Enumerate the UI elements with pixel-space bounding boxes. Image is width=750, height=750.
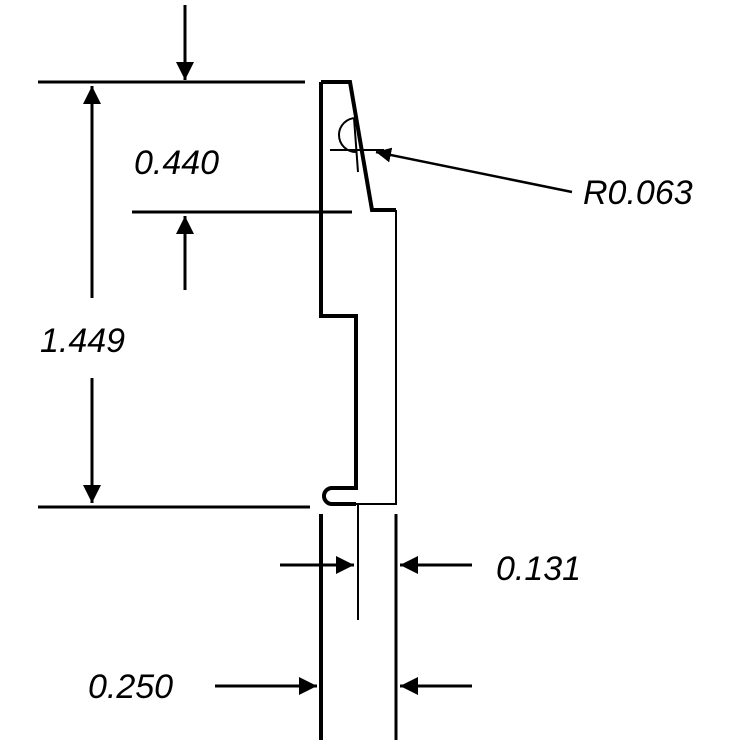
total-width-label: 0.250: [88, 668, 173, 706]
lip-edge: [356, 210, 397, 505]
profile-outline: [319, 80, 396, 740]
radius-crosshair-v: [353, 117, 359, 173]
dimension-arrows: [83, 5, 573, 695]
extension-lines: [38, 80, 398, 740]
top-offset-label: 0.440: [134, 144, 219, 182]
radius-label: R0.063: [583, 174, 693, 212]
lip-width-label: 0.131: [496, 550, 581, 588]
overall-height-label: 1.449: [40, 322, 125, 360]
part-profile: [319, 80, 397, 740]
radius-leader: [375, 147, 573, 194]
